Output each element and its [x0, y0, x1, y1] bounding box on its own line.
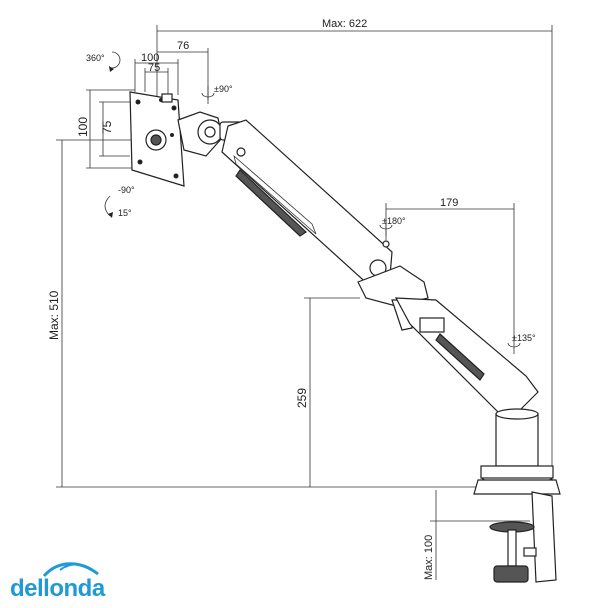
vesa-horizontal-dimension: 100 75 [134, 52, 179, 95]
rotate-360-label: 360° [86, 53, 105, 63]
brand-name: dellonda [10, 575, 106, 602]
swivel-head-label: ±90° [214, 84, 233, 94]
swivel-base-indicator: ±135° [507, 333, 536, 354]
plate-offset-label: 76 [177, 40, 189, 52]
max-height-label: Max: 510 [47, 290, 61, 340]
desk-thickness-label: Max: 100 [423, 535, 435, 580]
swivel-head-indicator: ±90° [201, 84, 233, 104]
desk-thickness-dimension: Max: 100 [423, 490, 530, 580]
vesa-v-outer-label: 100 [76, 117, 90, 137]
pole-height-dimension: 259 [295, 297, 360, 487]
max-reach-dimension: Max: 622 [156, 18, 553, 490]
rotate-360-indicator: 360° [86, 51, 121, 72]
pole-base [473, 408, 561, 495]
vesa-h-inner-label: 75 [148, 62, 160, 74]
swivel-base-label: ±135° [512, 333, 536, 343]
vesa-h-outer-label: 100 [141, 52, 159, 64]
plate-offset-dimension: 76 [157, 40, 209, 100]
elbow-joint [357, 265, 429, 331]
vesa-v-inner-label: 75 [100, 120, 114, 134]
desk-clamp [489, 491, 557, 583]
lower-arm [394, 297, 539, 415]
pole-height-label: 259 [295, 388, 309, 408]
lower-arm-label: 179 [440, 197, 458, 209]
vesa-plate [129, 91, 185, 187]
vesa-vertical-dimension: 100 75 [76, 89, 135, 169]
dellonda-logo: dellonda [10, 562, 106, 602]
tilt-down-label: 15° [118, 208, 132, 218]
swivel-elbow-indicator: ±180° [379, 216, 406, 236]
tilt-indicator: -90° 15° [104, 185, 135, 218]
swivel-elbow-label: ±180° [382, 216, 406, 226]
upper-arm [221, 119, 393, 289]
max-reach-label: Max: 622 [322, 18, 367, 30]
tilt-up-label: -90° [118, 185, 135, 195]
